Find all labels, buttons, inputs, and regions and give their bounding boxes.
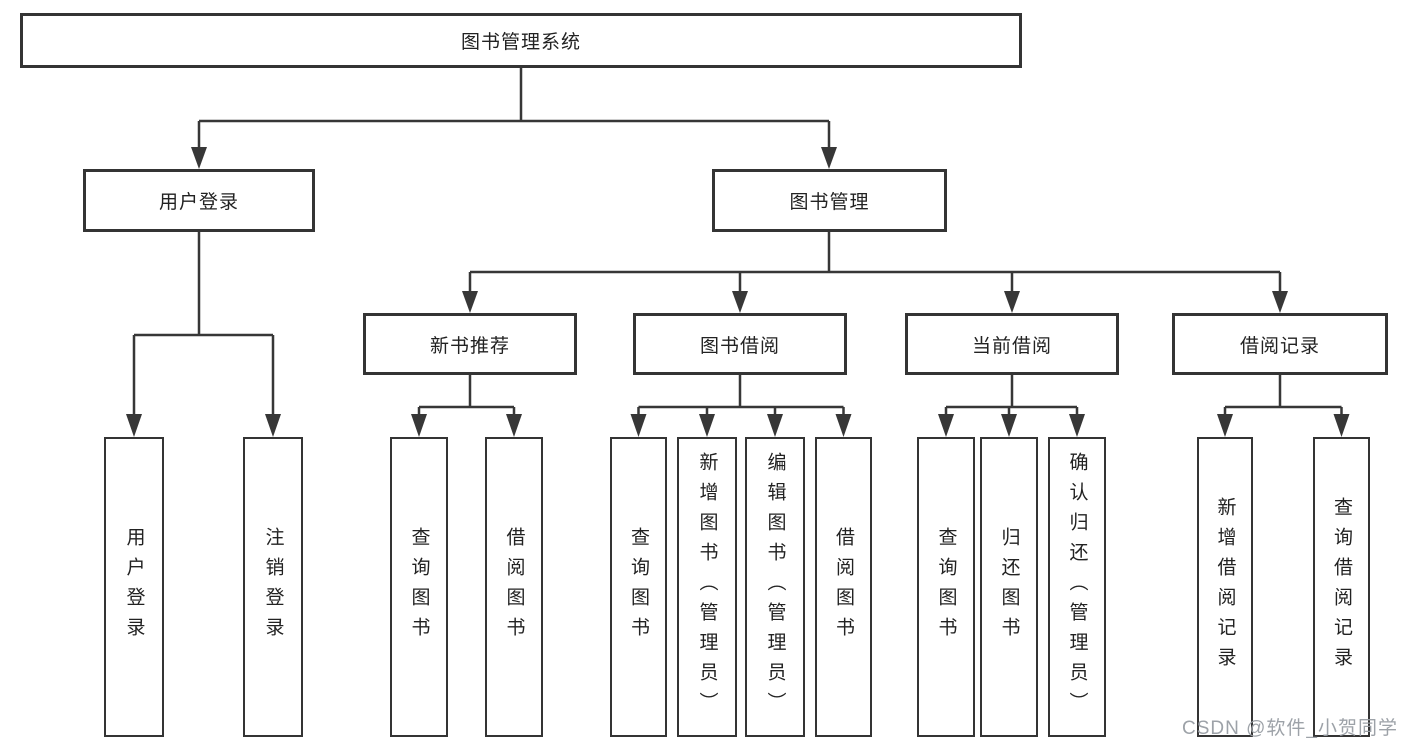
- node-leaf-confirm-return-admin: 确认归还（管理员）: [1048, 437, 1106, 737]
- node-user-login: 用户登录: [83, 169, 315, 232]
- node-leaf-query-book-recommend: 查询图书: [390, 437, 448, 737]
- node-leaf-edit-book-admin: 编辑图书（管理员）: [745, 437, 805, 737]
- node-label: 确认归还（管理员）: [1066, 452, 1088, 722]
- node-label: 查询图书: [408, 527, 430, 647]
- node-label: 图书管理: [789, 192, 870, 213]
- node-label: 当前借阅: [971, 335, 1052, 357]
- node-label: 借阅记录: [1239, 335, 1320, 357]
- node-leaf-query-book-borrowing: 查询图书: [610, 437, 667, 737]
- node-leaf-query-borrow-record: 查询借阅记录: [1313, 437, 1370, 737]
- node-book-borrowing: 图书借阅: [633, 313, 847, 375]
- node-label: 归还图书: [998, 527, 1020, 647]
- node-borrowing-records: 借阅记录: [1172, 313, 1388, 375]
- node-book-management: 图书管理: [712, 169, 947, 232]
- node-leaf-borrow-book-recommend: 借阅图书: [485, 437, 543, 737]
- node-label: 注销登录: [262, 527, 284, 647]
- node-label: 用户登录: [158, 192, 239, 213]
- node-new-book-recommendation: 新书推荐: [363, 313, 577, 375]
- node-label: 图书管理系统: [460, 32, 581, 53]
- node-label: 新增借阅记录: [1214, 497, 1236, 677]
- node-leaf-user-login: 用户登录: [104, 437, 164, 737]
- node-leaf-query-book-current: 查询图书: [917, 437, 975, 737]
- node-leaf-add-borrow-record: 新增借阅记录: [1197, 437, 1253, 737]
- node-leaf-add-book-admin: 新增图书（管理员）: [677, 437, 737, 737]
- node-label: 图书借阅: [699, 335, 780, 357]
- node-leaf-logout: 注销登录: [243, 437, 303, 737]
- node-label: 编辑图书（管理员）: [764, 452, 786, 722]
- node-label: 用户登录: [123, 527, 145, 647]
- node-label: 借阅图书: [503, 527, 525, 647]
- node-label: 借阅图书: [833, 527, 854, 647]
- node-label: 查询借阅记录: [1331, 497, 1352, 677]
- node-root-book-management-system: 图书管理系统: [20, 13, 1022, 68]
- node-leaf-return-book: 归还图书: [980, 437, 1038, 737]
- node-current-borrowing: 当前借阅: [905, 313, 1119, 375]
- node-label: 查询图书: [628, 527, 649, 647]
- node-leaf-borrow-book: 借阅图书: [815, 437, 872, 737]
- node-label: 新书推荐: [429, 335, 510, 357]
- csdn-watermark: CSDN @软件_小贺同学: [1182, 718, 1398, 739]
- node-label: 查询图书: [935, 527, 957, 647]
- node-label: 新增图书（管理员）: [696, 452, 718, 722]
